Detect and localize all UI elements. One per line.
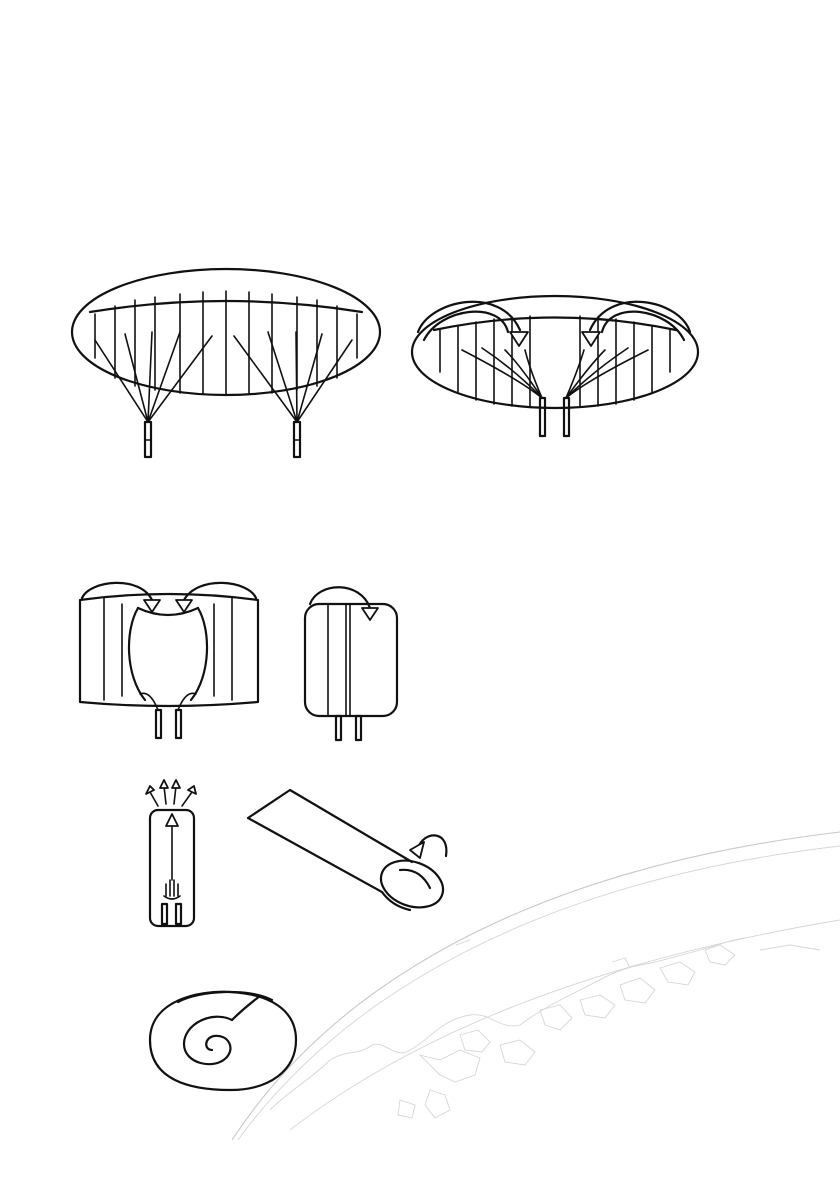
step-7-rolled-package [150,992,296,1090]
step-3-accordion [80,583,258,738]
air-arrows-icon [146,780,196,806]
step-5-push-air [146,780,196,926]
step-4-fold-half [305,587,397,740]
step-1-wing-spread [72,269,380,457]
globe-watermark [232,832,840,1140]
step-6-roll [248,790,450,916]
hand-icon [164,880,180,899]
step-2-fold-tips [412,296,698,436]
